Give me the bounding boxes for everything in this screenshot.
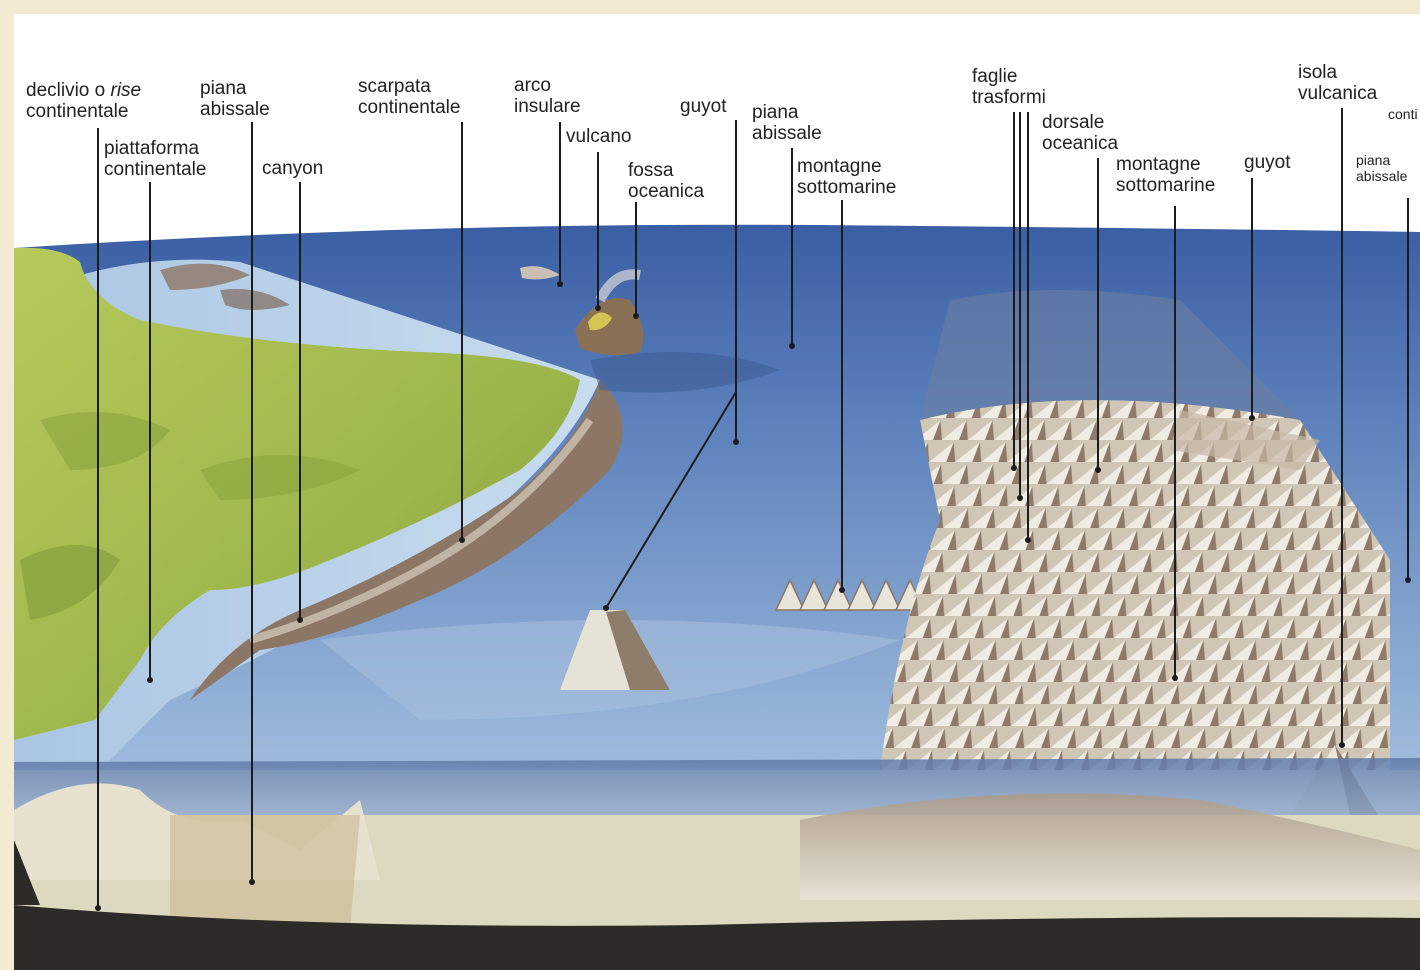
label-vulcano: vulcano [566, 126, 632, 147]
label-faglie-line2: trasformi [972, 87, 1046, 108]
label-montagne-right-line2: sottomarine [1116, 175, 1215, 196]
label-scarpata-continentale: scarpata continentale [358, 76, 460, 118]
label-montagne-mid-line1: montagne [797, 156, 896, 177]
label-declivio-text: declivio o [26, 80, 111, 101]
label-scarpata-line2: continentale [358, 97, 460, 118]
label-dorsale-oceanica: dorsale oceanica [1042, 112, 1118, 154]
label-piattaforma-line1: piattaforma [104, 138, 206, 159]
label-faglie-trasformi: faglie trasformi [972, 66, 1046, 108]
label-declivio-rise-continentale: declivio o rise continentale [26, 80, 141, 122]
label-montagne-mid-line2: sottomarine [797, 177, 896, 198]
label-guyot-right: guyot [1244, 152, 1290, 173]
label-piana-mid-line2: abissale [752, 123, 822, 144]
label-arco-line2: insulare [514, 96, 581, 117]
label-guyot-right-line1: guyot [1244, 152, 1290, 173]
label-montagne-right-line1: montagne [1116, 154, 1215, 175]
label-piana-abissale-left: piana abissale [200, 78, 270, 120]
label-montagne-sottomarine-right: montagne sottomarine [1116, 154, 1215, 196]
label-guyot-left: guyot [680, 96, 726, 117]
label-isola-line1: isola [1298, 62, 1377, 83]
label-rise-italic: rise [111, 80, 142, 101]
label-dorsale-line2: oceanica [1042, 133, 1118, 154]
label-arco-insulare: arco insulare [514, 75, 581, 117]
label-piattaforma-continentale: piattaforma continentale [104, 138, 206, 180]
label-scarpata-line1: scarpata [358, 76, 460, 97]
label-piana-abissale-edge: piana abissale [1356, 152, 1407, 184]
label-faglie-line1: faglie [972, 66, 1046, 87]
label-piana-mid-line1: piana [752, 102, 822, 123]
label-vulcano-line1: vulcano [566, 126, 632, 147]
label-canyon-line1: canyon [262, 158, 323, 179]
label-guyot-left-line1: guyot [680, 96, 726, 117]
label-piana-abissale-mid: piana abissale [752, 102, 822, 144]
label-dorsale-line1: dorsale [1042, 112, 1118, 133]
label-piattaforma-line2: continentale [104, 159, 206, 180]
label-piana-edge-line2: abissale [1356, 168, 1407, 184]
label-isola-vulcanica: isola vulcanica [1298, 62, 1377, 104]
label-conti-line1: conti [1388, 106, 1420, 122]
label-piana-left-line1: piana [200, 78, 270, 99]
label-piana-left-line2: abissale [200, 99, 270, 120]
label-arco-line1: arco [514, 75, 581, 96]
label-fossa-oceanica: fossa oceanica [628, 160, 704, 202]
label-montagne-sottomarine-mid: montagne sottomarine [797, 156, 896, 198]
label-piana-edge-line1: piana [1356, 152, 1407, 168]
label-conti-edge: conti [1388, 106, 1420, 122]
label-isola-line2: vulcanica [1298, 83, 1377, 104]
label-canyon: canyon [262, 158, 323, 179]
label-fossa-line1: fossa [628, 160, 704, 181]
label-declivio-line2: continentale [26, 101, 141, 122]
label-fossa-line2: oceanica [628, 181, 704, 202]
